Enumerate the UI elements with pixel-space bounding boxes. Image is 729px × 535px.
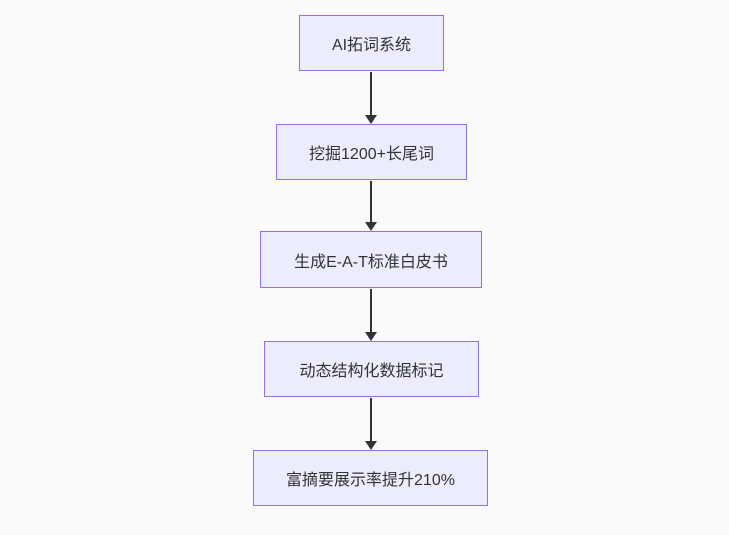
arrowhead-down-icon — [365, 115, 377, 124]
arrowhead-down-icon — [365, 332, 377, 341]
arrow-line — [370, 398, 372, 441]
node-label: 富摘要展示率提升210% — [286, 472, 455, 489]
flowchart-node-eat-whitepaper: 生成E-A-T标准白皮书 — [260, 231, 482, 288]
arrow-connector — [365, 181, 377, 231]
node-label: 生成E-A-T标准白皮书 — [294, 253, 448, 271]
arrow-line — [370, 181, 372, 222]
flowchart-node-rich-snippet-result: 富摘要展示率提升210% — [253, 450, 488, 506]
arrow-connector — [365, 72, 377, 124]
node-label: 挖掘1200+长尾词 — [309, 146, 434, 163]
arrow-line — [370, 289, 372, 332]
flowchart-node-ai-word-expansion: AI拓词系统 — [299, 15, 444, 71]
arrow-line — [370, 72, 372, 115]
arrow-connector — [365, 398, 377, 450]
arrowhead-down-icon — [365, 441, 377, 450]
flowchart-node-structured-data: 动态结构化数据标记 — [264, 341, 479, 397]
node-label: AI拓词系统 — [331, 37, 412, 54]
arrowhead-down-icon — [365, 222, 377, 231]
arrow-connector — [365, 289, 377, 341]
flowchart-node-longtail-mining: 挖掘1200+长尾词 — [276, 124, 467, 180]
node-label: 动态结构化数据标记 — [299, 363, 444, 380]
